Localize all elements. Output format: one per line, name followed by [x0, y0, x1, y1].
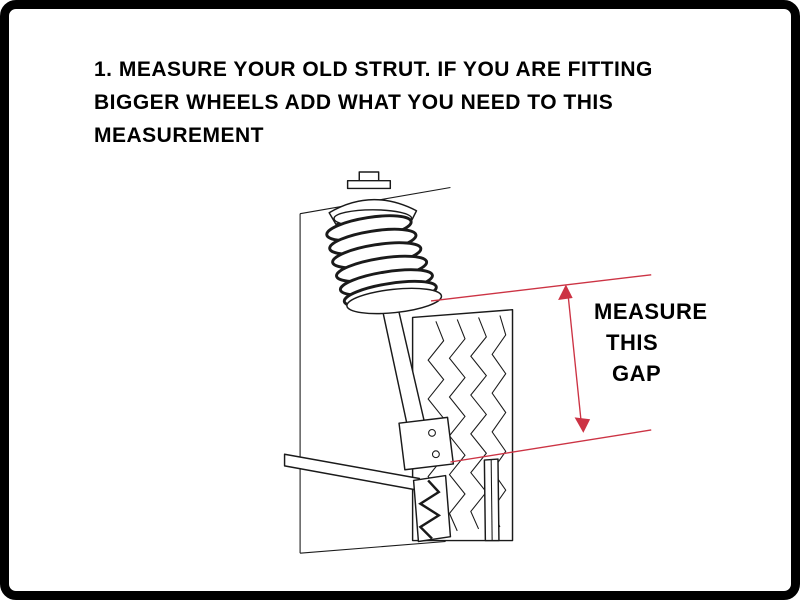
instruction-text: 1. MEASURE YOUR OLD STRUT. IF YOU ARE FI… — [94, 53, 653, 152]
measure-arrowhead-top — [558, 284, 573, 300]
instruction-line-1: 1. MEASURE YOUR OLD STRUT. IF YOU ARE FI… — [94, 58, 653, 81]
strut-bracket — [398, 416, 455, 471]
coil-spring — [325, 214, 443, 315]
measurement-lines — [430, 274, 652, 463]
measure-gap-label-line-2: THIS — [606, 330, 659, 355]
wheel-knuckle — [412, 474, 452, 543]
brake-disc — [483, 458, 500, 542]
instruction-line-3: MEASUREMENT — [94, 124, 265, 147]
instruction-line-2: BIGGER WHEELS ADD WHAT YOU NEED TO THIS — [94, 91, 614, 114]
measure-extension-line-top — [430, 274, 652, 302]
measure-gap-label-line-3: GAP — [612, 361, 662, 386]
measure-arrowhead-bottom — [574, 417, 591, 433]
measure-gap-label: MEASURE THIS GAP — [594, 296, 708, 389]
tie-rod — [283, 453, 421, 491]
measure-extension-line-bottom — [450, 429, 652, 463]
measure-gap-label-line-1: MEASURE — [594, 299, 708, 324]
measure-arrow-line — [567, 292, 583, 425]
strut-diagram — [283, 171, 652, 554]
spring-seat — [346, 287, 443, 315]
